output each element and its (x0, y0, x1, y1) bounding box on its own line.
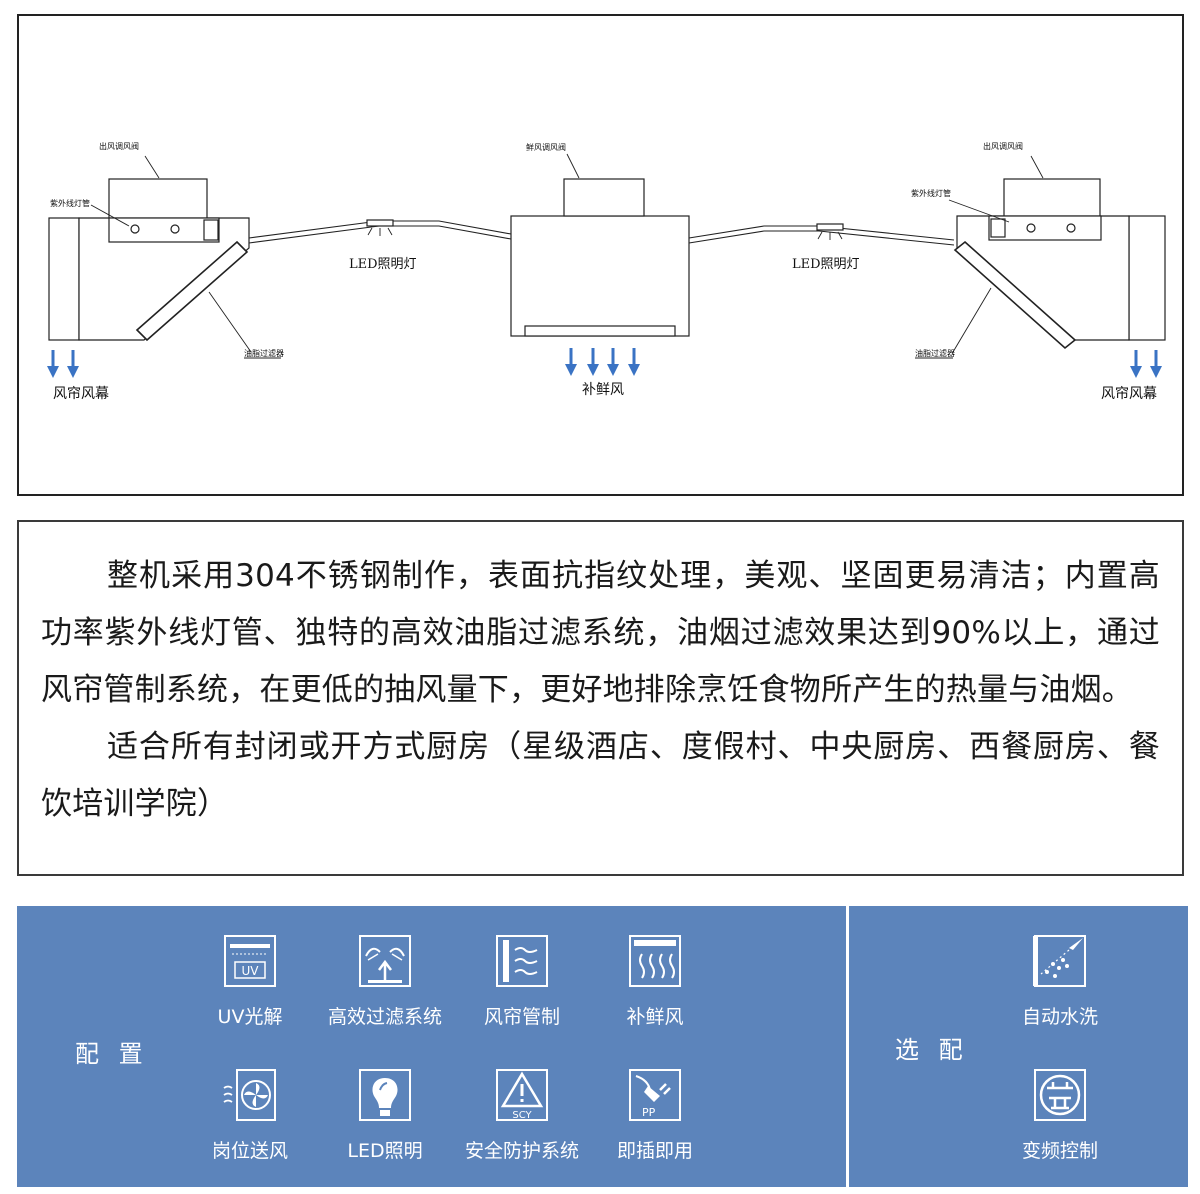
label-air-curtain-right: 风帘风幕 (1101, 386, 1157, 402)
feature-label-led: LED照明 (347, 1140, 423, 1162)
leader-fresh-damper (566, 153, 580, 179)
water-wash-icon (1033, 935, 1086, 987)
right-grease-filter (953, 240, 1077, 350)
label-outlet-damper-left: 出风调风阀 (99, 141, 139, 151)
left-uv-lamp-box (108, 217, 220, 243)
warning-icon: SCY (496, 1069, 548, 1121)
right-outlet-damper (1003, 178, 1101, 217)
feature-divider (846, 906, 849, 1187)
air-curtain-icon (496, 935, 548, 987)
feature-water-wash: 自动水洗 (985, 934, 1135, 1029)
uv-icon-text: UV (242, 964, 260, 978)
feature-label-plug-play: 即插即用 (616, 1140, 693, 1162)
feature-label-fresh-air: 补鲜风 (626, 1006, 684, 1028)
fan-icon (223, 1069, 276, 1121)
leader-outlet-damper-left (144, 155, 160, 179)
feature-panel: 配 置 选 配 UV UV光解 高效过滤系统 风帘管制 (17, 906, 1188, 1187)
pp-icon-text: PP (642, 1106, 656, 1119)
center-fresh-air-unit (510, 215, 690, 337)
fresh-air-icon (629, 935, 681, 987)
air-curtain-arrow-left-2 (67, 350, 79, 378)
plug-icon: PP (629, 1069, 681, 1121)
center-air-outlet (524, 325, 676, 337)
feature-station-fan: 岗位送风 (175, 1068, 325, 1163)
feature-air-curtain: 风帘管制 (447, 934, 597, 1029)
label-outlet-damper-right: 出风调风阀 (983, 141, 1023, 151)
label-fresh-damper: 鲜风调风阀 (526, 142, 566, 152)
fresh-air-arrow-4 (628, 348, 640, 376)
uv-icon: UV (224, 935, 276, 987)
right-uv-lamp-dot (1066, 223, 1076, 233)
feature-label-station-fan: 岗位送风 (211, 1140, 288, 1162)
feature-inverter: 变频控制 (985, 1068, 1135, 1163)
left-hood-side (48, 217, 80, 341)
left-uv-lamp-dot (170, 224, 180, 234)
feature-plug-play: PP 即插即用 (580, 1068, 730, 1163)
air-curtain-arrow-right-1 (1130, 350, 1142, 378)
label-air-curtain-left: 风帘风幕 (53, 386, 109, 402)
label-grease-filter-left: 油脂过滤器 (244, 348, 284, 358)
fresh-air-arrow-2 (587, 348, 599, 376)
left-uv-lamp-end (203, 219, 219, 241)
feature-safety: SCY 安全防护系统 (447, 1068, 597, 1163)
leader-grease-filter-left (208, 291, 252, 353)
leader-grease-filter-right (952, 287, 992, 353)
description-paragraph-1: 整机采用304不锈钢制作，表面抗指纹处理，美观、坚固更易清洁；内置高功率紫外线灯… (41, 558, 1160, 708)
label-fresh-air: 补鲜风 (582, 382, 624, 398)
left-grease-filter (135, 240, 249, 342)
left-outlet-damper (108, 178, 208, 219)
feature-label-filter: 高效过滤系统 (327, 1006, 442, 1028)
leader-uv-lamp-right (948, 199, 1010, 223)
hood-diagram: 出风调风阀 紫外线灯管 鲜风调风阀 出风调风阀 紫外线灯管 LED照明灯 LED… (17, 14, 1184, 496)
right-uv-lamp-box (988, 215, 1102, 241)
hood-diagram-drawing: 出风调风阀 紫外线灯管 鲜风调风阀 出风调风阀 紫外线灯管 LED照明灯 LED… (47, 141, 1166, 402)
left-led-light (366, 219, 394, 227)
leader-outlet-damper-right (1030, 155, 1044, 179)
right-led-rays (817, 231, 843, 240)
feature-filter: 高效过滤系统 (310, 934, 460, 1029)
label-led-right: LED照明灯 (792, 257, 860, 272)
feature-label-inverter: 变频控制 (1021, 1140, 1098, 1162)
left-led-rays (367, 227, 393, 236)
feature-label-uv: UV光解 (217, 1006, 283, 1028)
left-uv-lamp-dot (130, 224, 140, 234)
fresh-air-arrow-1 (565, 348, 577, 376)
center-fresh-damper (563, 178, 645, 217)
label-led-left: LED照明灯 (349, 257, 417, 272)
optional-config-title: 选 配 (895, 1036, 969, 1064)
right-led-light (816, 223, 844, 231)
feature-led: LED照明 (310, 1068, 460, 1163)
fresh-air-arrow-3 (607, 348, 619, 376)
filter-icon (359, 935, 411, 987)
scy-icon-text: SCY (512, 1110, 532, 1121)
feature-label-air-curtain: 风帘管制 (483, 1006, 560, 1028)
bulb-icon (359, 1069, 411, 1121)
feature-label-water-wash: 自动水洗 (1021, 1006, 1098, 1028)
label-uv-lamp-left: 紫外线灯管 (50, 198, 90, 208)
right-duct-top (688, 225, 955, 241)
right-uv-lamp-dot (1026, 223, 1036, 233)
label-uv-lamp-right: 紫外线灯管 (911, 188, 951, 198)
right-hood-side (1128, 215, 1166, 341)
description-panel: 整机采用304不锈钢制作，表面抗指纹处理，美观、坚固更易清洁；内置高功率紫外线灯… (17, 520, 1184, 876)
feature-fresh-air: 补鲜风 (580, 934, 730, 1029)
right-uv-lamp-end (990, 218, 1006, 238)
description-paragraph-2: 适合所有封闭或开方式厨房（星级酒店、度假村、中央厨房、西餐厨房、餐饮培训学院） (41, 729, 1160, 822)
air-curtain-arrow-left-1 (47, 350, 59, 378)
standard-config-title: 配 置 (75, 1040, 149, 1068)
left-duct-bottom (248, 225, 512, 244)
left-duct-top (248, 220, 512, 239)
feature-uv: UV UV光解 (175, 934, 325, 1029)
right-duct-bottom (688, 230, 955, 246)
leader-uv-lamp-left (90, 204, 130, 227)
feature-label-safety: 安全防护系统 (464, 1140, 579, 1162)
inverter-icon (1034, 1069, 1086, 1121)
label-grease-filter-right: 油脂过滤器 (915, 348, 955, 358)
air-curtain-arrow-right-2 (1150, 350, 1162, 378)
